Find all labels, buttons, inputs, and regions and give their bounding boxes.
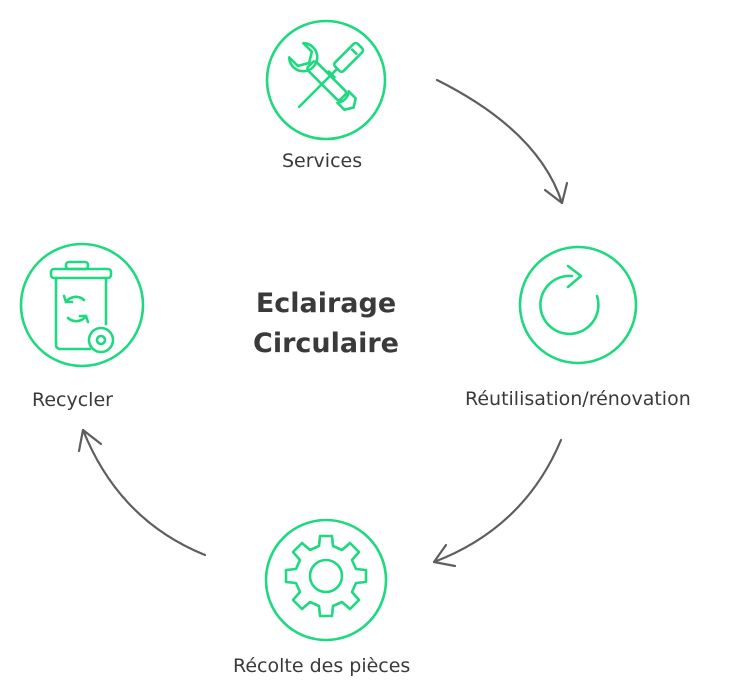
refresh-icon [539, 264, 600, 336]
label-services: Services [282, 150, 363, 172]
reuse-node [518, 245, 638, 365]
title-line-1: Eclairage [255, 288, 397, 319]
services-circle [265, 19, 387, 141]
recycle-bin-icon [49, 260, 115, 354]
arrow-reuse-to-harvest [432, 438, 563, 564]
label-harvest: Récolte des pièces [233, 655, 411, 677]
title-line-2: Circulaire [253, 328, 399, 359]
tools-icon [287, 41, 365, 111]
label-recycle: Recycler [32, 389, 113, 411]
harvest-node [264, 518, 388, 642]
label-reuse: Réutilisation/rénovation [465, 388, 691, 410]
arrows [77, 78, 569, 568]
recycle-node [19, 242, 145, 368]
gear-icon [284, 534, 368, 618]
arrow-harvest-to-recycle [81, 428, 207, 557]
arrow-services-to-reuse [435, 78, 564, 205]
arrow-reuse-to-harvest-head [432, 543, 457, 568]
arrow-harvest-to-recycle-head [77, 428, 103, 453]
diagram-title: Eclairage Circulaire [236, 284, 416, 364]
reuse-circle [518, 245, 638, 365]
services-node [265, 19, 387, 141]
recycle-circle [19, 242, 145, 368]
arrow-services-to-reuse-head [543, 181, 569, 205]
harvest-circle [264, 518, 388, 642]
